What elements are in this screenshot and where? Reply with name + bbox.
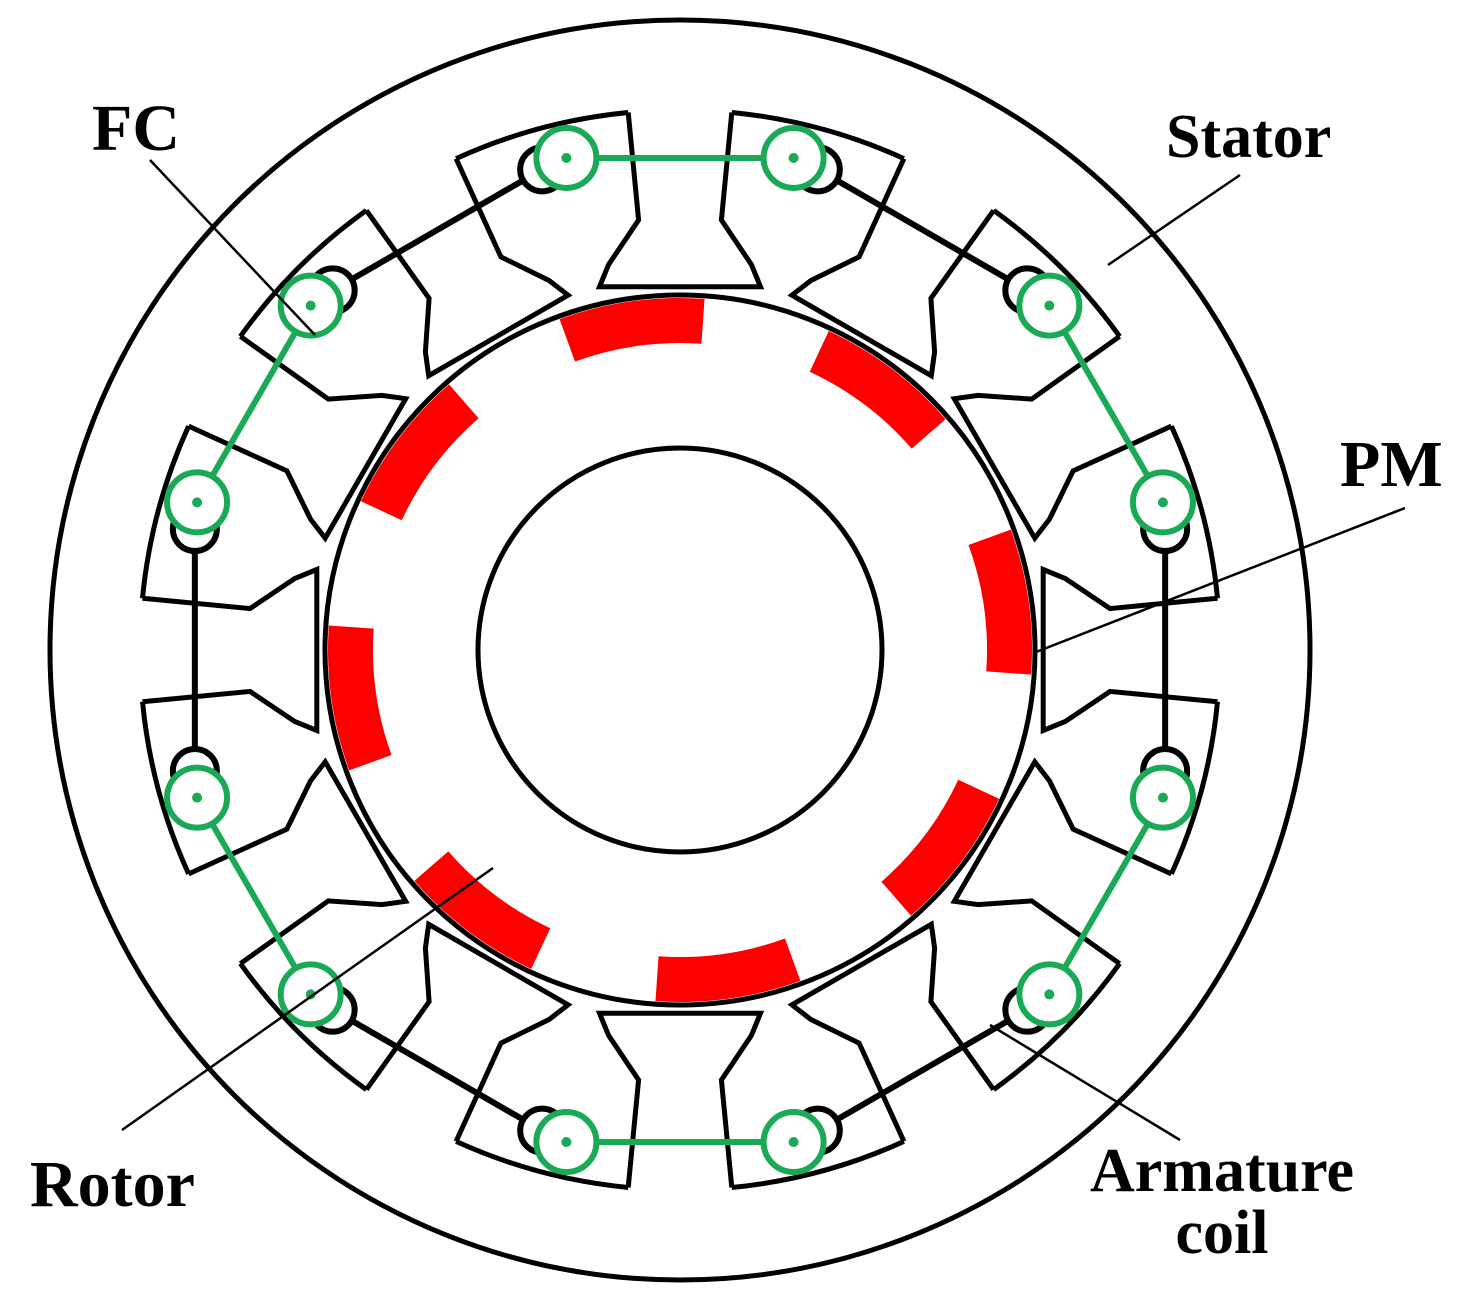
stator-yoke-arc (992, 962, 1122, 1092)
field-coil-conductor-dot (1044, 300, 1055, 311)
stator-tooth (787, 920, 996, 1143)
permanent-magnet (360, 384, 479, 521)
stator-yoke-arc (238, 962, 368, 1092)
stator-yoke-arc (992, 208, 1122, 338)
stator-yoke-arc (140, 701, 191, 875)
field-coil-link (194, 796, 314, 996)
field-coils (164, 124, 1196, 1176)
armature-leader (989, 1023, 1181, 1142)
field-coil-link (1046, 304, 1166, 504)
permanent-magnet (328, 625, 392, 771)
field-coil-conductor-dot (788, 152, 799, 163)
shaft-circle (475, 445, 885, 855)
field-coil-conductor-dot (192, 792, 203, 803)
stator-tooth (1040, 565, 1218, 735)
field-coil-conductor-dot (305, 300, 316, 311)
fc-label: FC (92, 92, 180, 165)
stator-label: Stator (1166, 103, 1332, 171)
armature-coil-label: Armature coil (1090, 1140, 1354, 1264)
field-coil-conductor-dot (1157, 792, 1168, 803)
field-coil-link (1046, 796, 1166, 996)
stator-tooth (595, 112, 765, 290)
stator-tooth (595, 1010, 765, 1188)
pm-leader (1035, 506, 1406, 654)
pm-label: PM (1340, 428, 1443, 501)
stator-yoke-arc (1169, 701, 1220, 875)
stator-yoke-arc (455, 110, 629, 161)
stator-tooth (364, 920, 573, 1143)
stator-yoke-arc (238, 208, 368, 338)
rotor-label: Rotor (30, 1148, 195, 1221)
stator-tooth (187, 334, 410, 543)
stator-tooth (142, 565, 320, 735)
field-coil-conductor-dot (1157, 497, 1168, 508)
armature-coil-link (816, 1007, 1029, 1134)
field-coil-conductor-dot (561, 152, 572, 163)
stator-yoke-arc (1169, 425, 1220, 599)
field-coil-conductor-dot (561, 1137, 572, 1148)
stator-tooth (364, 157, 573, 380)
field-coil-conductor-dot (788, 1137, 799, 1148)
permanent-magnet (559, 298, 705, 362)
field-coil-link (194, 304, 314, 504)
fc-leader (149, 159, 316, 336)
stator-yoke-arc (731, 110, 905, 161)
armature-coil-link (331, 1007, 544, 1134)
field-coil-conductor-dot (1044, 989, 1055, 1000)
stator-leader (1107, 173, 1241, 267)
field-coil-conductor-dot (192, 497, 203, 508)
rotor-outer-circle (322, 292, 1038, 1008)
field-coil-conductor-dot (305, 989, 316, 1000)
permanent-magnet (809, 330, 946, 449)
permanent-magnet (655, 938, 801, 1002)
stator-yoke-arc (140, 425, 191, 599)
stator-tooth (950, 757, 1173, 966)
permanent-magnet (881, 779, 1000, 916)
permanent-magnet (968, 529, 1032, 675)
leader-lines (121, 159, 1406, 1142)
armature-coil-label-line2: coil (1175, 1199, 1269, 1267)
stator-outer-circle (47, 17, 1313, 1283)
stator-tooth (787, 157, 996, 380)
permanent-magnet (414, 851, 551, 970)
armature-coil-link (331, 166, 544, 293)
armature-coil-label-line1: Armature (1090, 1137, 1354, 1205)
rotor-leader (121, 866, 494, 1132)
stator-yoke-arc (731, 1139, 905, 1190)
armature-coil-link (816, 166, 1029, 293)
permanent-magnets (328, 298, 1032, 1002)
stator-tooth (950, 334, 1173, 543)
stator-yoke-arc (455, 1139, 629, 1190)
stator-tooth (187, 757, 410, 966)
